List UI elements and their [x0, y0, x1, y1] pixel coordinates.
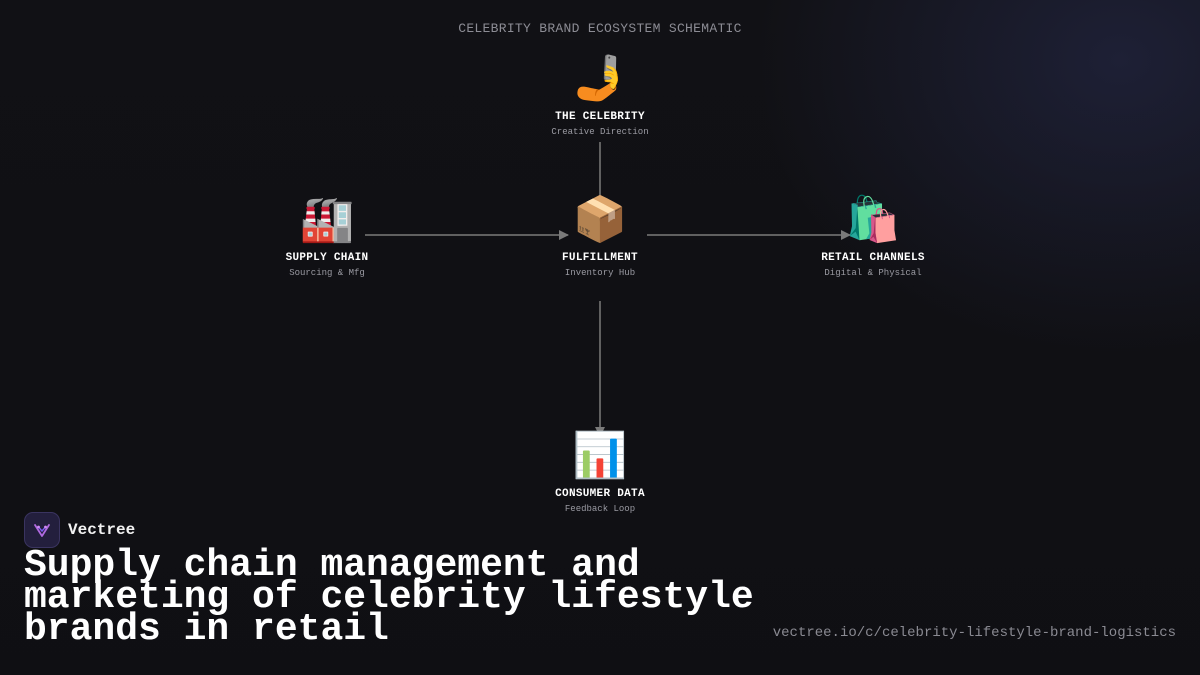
factory-icon: 🏭 [299, 194, 355, 245]
package-icon: 📦 [572, 194, 628, 245]
node-retail: 🛍️ RETAIL CHANNELS Digital & Physical [763, 194, 983, 278]
node-supply-chain: 🏭 SUPPLY CHAIN Sourcing & Mfg [217, 194, 437, 278]
node-retail-sub: Digital & Physical [824, 268, 922, 278]
node-consumer-data: 📊 CONSUMER DATA Feedback Loop [490, 430, 710, 514]
page-url[interactable]: vectree.io/c/celebrity-lifestyle-brand-l… [772, 625, 1176, 641]
node-retail-label: RETAIL CHANNELS [821, 252, 925, 264]
node-fulfillment: 📦 FULFILLMENT Inventory Hub [490, 194, 710, 278]
vectree-logo-icon [24, 512, 60, 548]
brand-name: Vectree [68, 521, 136, 539]
node-supply-chain-sub: Sourcing & Mfg [289, 268, 365, 278]
node-celebrity-sub: Creative Direction [551, 127, 649, 137]
node-consumer-data-label: CONSUMER DATA [555, 488, 645, 500]
node-consumer-data-sub: Feedback Loop [564, 504, 636, 514]
brand: Vectree [24, 512, 135, 548]
node-fulfillment-sub: Inventory Hub [564, 268, 636, 278]
node-celebrity-label: THE CELEBRITY [555, 111, 645, 123]
headline: Supply chain management and marketing of… [24, 544, 754, 651]
node-celebrity: 🤳 THE CELEBRITY Creative Direction [490, 53, 710, 137]
node-supply-chain-label: SUPPLY CHAIN [285, 252, 369, 264]
selfie-icon: 🤳 [572, 53, 628, 104]
diagram-title: CELEBRITY BRAND ECOSYSTEM SCHEMATIC [458, 21, 742, 36]
bar-chart-icon: 📊 [572, 430, 628, 481]
shopping-bags-icon: 🛍️ [845, 194, 901, 245]
node-fulfillment-label: FULFILLMENT [562, 252, 638, 264]
